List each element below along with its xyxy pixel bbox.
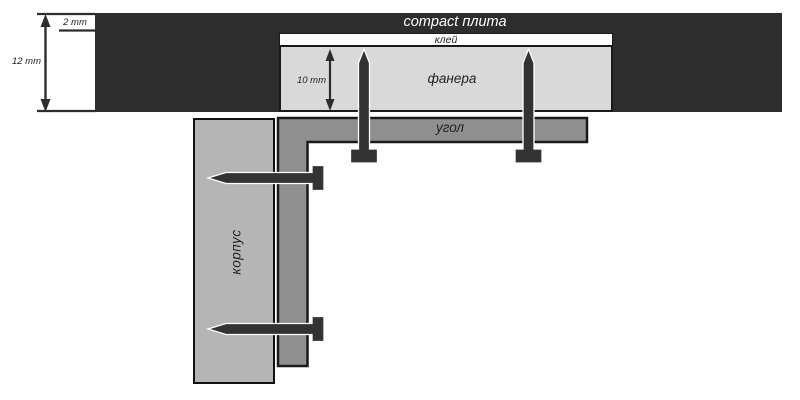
angle-bracket-shape	[276, 116, 589, 368]
plywood-label: фанера	[427, 71, 477, 86]
plywood-panel	[279, 45, 613, 112]
screw-icon-vertical-left	[349, 47, 379, 164]
dimension-label-10mm: 10 mm	[296, 75, 326, 86]
dimension-arrow-10mm	[325, 49, 335, 111]
screw-icon-horizontal-top	[205, 164, 325, 192]
body-label: корпус	[228, 229, 244, 275]
angle-label: угол	[435, 120, 465, 135]
dimension-label-12mm: 12 mm	[11, 56, 41, 67]
cabinet-body	[193, 118, 275, 384]
screw-icon-vertical-right	[514, 47, 543, 164]
screw-icon-horizontal-bottom	[205, 315, 325, 343]
plate-label: compact плита	[403, 14, 507, 30]
glue-label: клей	[434, 34, 458, 46]
dimension-label-2mm: 2 mm	[63, 17, 87, 28]
dimension-arrow-12mm	[40, 14, 51, 112]
